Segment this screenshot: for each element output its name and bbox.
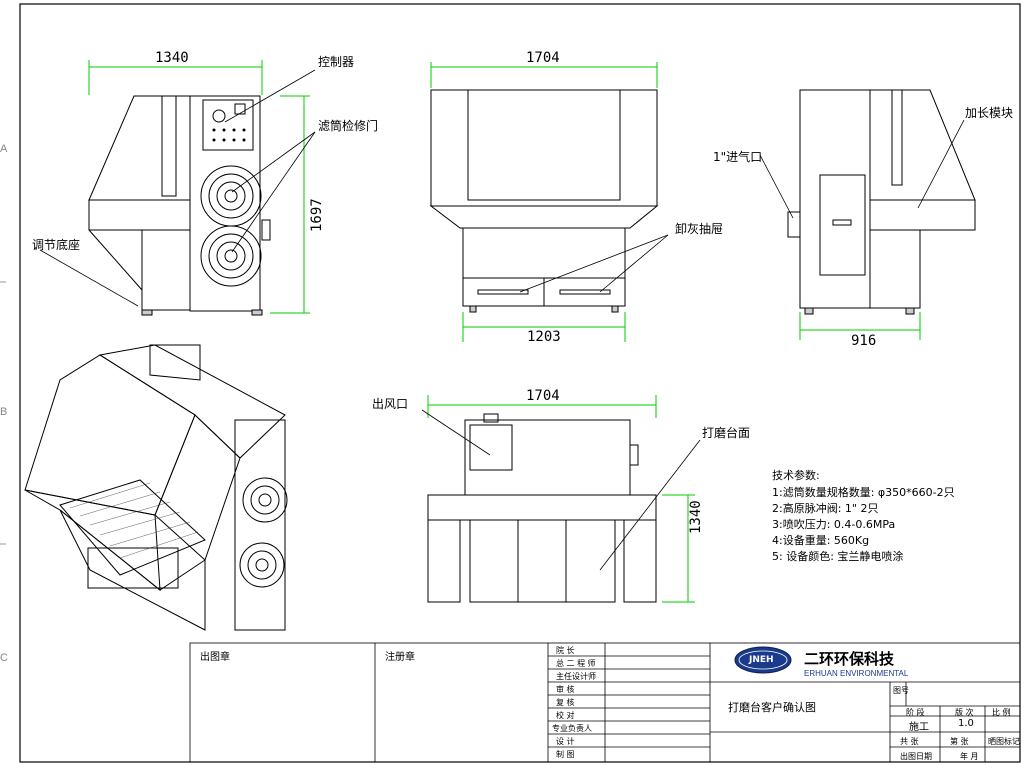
role-8: 制 图 [556,750,575,759]
version-label: 版 次 [955,708,974,717]
sheet-label: 第 张 [950,737,969,746]
dim-right-depth: 916 [851,333,877,349]
role-7: 设 计 [556,737,575,746]
dim-front-width: 1704 [526,50,560,66]
front-view [429,89,659,313]
role-4: 复 核 [556,698,575,707]
company-name-cn: 二环环保科技 [804,650,895,668]
dim-front-bottom-width: 1203 [527,329,561,345]
year-month-label: 年 月 [960,752,979,761]
label-controller: 控制器 [318,55,355,69]
company-logo-text: JNEH [749,655,774,665]
role-1: 总 二 程 师 [556,659,596,668]
role-5: 校 对 [556,711,575,720]
label-grinding-surface: 打磨台面 [702,426,751,440]
tech-param-4: 4:设备重量: 560Kg [772,534,870,547]
stage-value: 施工 [909,722,929,733]
dim-side-width: 1340 [155,50,189,66]
title-block [189,642,1021,763]
tech-param-2: 2:高原脉冲阀: 1" 2只 [772,502,879,515]
role-0: 院 长 [556,646,575,655]
dim-top-width: 1704 [526,388,560,404]
ratio-label: 比 例 [992,708,1011,717]
zone-label-c: C [0,652,8,664]
mark-label: 晒图标记 [988,737,1020,746]
label-filter-door: 滤筒检修门 [318,119,379,133]
version-value: 1.0 [958,718,974,729]
role-3: 审 核 [556,685,575,694]
label-air-inlet: 1"进气口 [713,150,763,164]
company-logo [734,646,792,674]
dim-top-height: 1340 [688,500,704,534]
company-name-en: ERHUAN ENVIRONMENTAL [804,669,909,678]
zone-label-a: A [0,143,8,155]
label-air-outlet: 出风口 [372,397,409,411]
isometric-view [24,344,288,631]
label-adjust-base: 调节底座 [32,238,81,252]
tech-param-1: 1:滤筒数量规格数量: φ350*660-2只 [772,486,955,499]
side-view [88,95,271,316]
role-6: 专业负责人 [552,724,592,733]
tech-param-5: 5: 设备颜色: 宝兰静电喷涂 [772,550,904,563]
label-extension-module: 加长模块 [965,106,1014,120]
right-view [787,89,976,315]
dim-side-height: 1697 [309,198,325,232]
role-2: 主任设计师 [556,672,596,681]
date-label: 出图日期 [900,752,932,761]
top-view [427,413,657,603]
stamp-label: 出图章 [200,652,230,663]
drawing-title: 打磨台客户确认图 [728,701,816,714]
drawing-no-label: 图号 [893,686,909,695]
stage-label: 阶 段 [906,708,925,717]
register-label: 注册章 [385,652,415,663]
tech-param-3: 3:喷吹压力: 0.4-0.6MPa [772,518,896,531]
tech-params-title: 技术参数: [772,469,820,482]
zone-label-b: B [0,406,8,418]
total-label: 共 张 [900,737,919,746]
label-ash-drawer: 卸灰抽屉 [675,222,724,236]
